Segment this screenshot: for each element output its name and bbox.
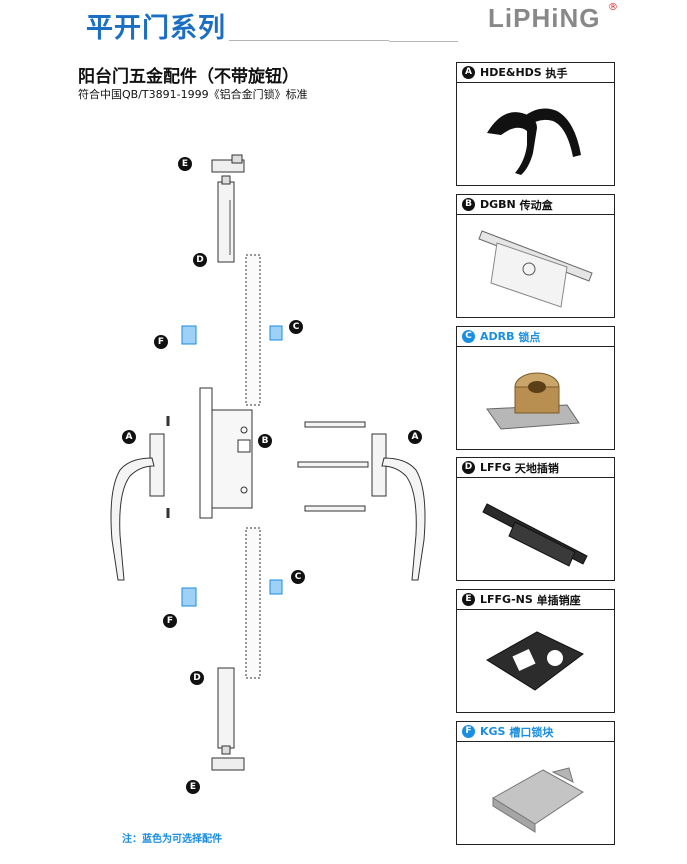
lock-point-bottom: [269, 579, 283, 595]
panel-c-header: C ADRB 锁点: [457, 327, 614, 347]
header-title: 平开门系列: [86, 13, 226, 44]
lock-point-top: [269, 325, 283, 341]
panel-a-name: 执手: [545, 66, 568, 80]
slot-block-top: [181, 325, 197, 345]
panel-f-code: KGS: [480, 725, 506, 738]
bolt-top-part: [217, 175, 235, 263]
bolt-icon: [457, 478, 614, 580]
brand-logo: LiPHiNG: [488, 3, 601, 33]
handle-icon: [457, 83, 614, 185]
bolt-seat-top-part: [211, 154, 245, 173]
spindle-parts: [297, 421, 369, 512]
panel-d: D LFFG 天地插销: [456, 457, 615, 581]
callout-f-top: F: [154, 335, 168, 349]
panel-a-code: HDE&HDS: [480, 66, 542, 79]
badge-e: E: [462, 593, 475, 606]
standard-text: 符合中国QB/T3891-1999《铝合金门锁》标准: [78, 88, 308, 101]
slot-block-bottom: [181, 587, 197, 607]
page-title: 阳台门五金配件（不带旋钮）: [78, 67, 299, 87]
panel-d-code: LFFG: [480, 461, 512, 474]
panel-b-name: 传动盒: [519, 198, 553, 212]
panel-e-code: LFFG-NS: [480, 593, 533, 606]
bolt-seat-icon: [457, 610, 614, 712]
panel-f-header: F KGS 槽口锁块: [457, 722, 614, 742]
panel-d-name: 天地插销: [514, 461, 559, 475]
callout-a-right: A: [408, 430, 422, 444]
bolt-bottom-part: [217, 667, 235, 755]
panel-f-name: 槽口锁块: [509, 725, 554, 739]
badge-c: C: [462, 330, 475, 343]
rod-top: [245, 254, 261, 406]
panel-d-header: D LFFG 天地插销: [457, 458, 614, 478]
panel-b-header: B DGBN 传动盒: [457, 195, 614, 215]
callout-c-top: C: [289, 320, 303, 334]
lock-point-icon: [457, 347, 614, 449]
panel-c-name: 锁点: [518, 330, 541, 344]
badge-a: A: [462, 66, 475, 79]
panel-e: E LFFG-NS 单插销座: [456, 589, 615, 713]
callout-a-left: A: [122, 430, 136, 444]
panel-b-code: DGBN: [480, 198, 516, 211]
panel-c: C ADRB 锁点: [456, 326, 615, 450]
assembly-diagram: [110, 154, 426, 771]
panel-c-code: ADRB: [480, 330, 515, 343]
panel-a-header: A HDE&HDS 执手: [457, 63, 614, 83]
panel-e-header: E LFFG-NS 单插销座: [457, 590, 614, 610]
callout-c-bottom: C: [291, 570, 305, 584]
panel-e-name: 单插销座: [536, 593, 581, 607]
badge-b: B: [462, 198, 475, 211]
callout-f-bottom: F: [163, 614, 177, 628]
handle-right-part: [371, 433, 426, 581]
callout-d-top: D: [193, 253, 207, 267]
footnote: 注：蓝色为可选择配件: [122, 834, 222, 845]
slot-block-icon: [457, 742, 614, 844]
panel-b: B DGBN 传动盒: [456, 194, 615, 318]
handle-left-part: [110, 416, 170, 581]
header-divider: [229, 40, 458, 42]
panel-a: A HDE&HDS 执手: [456, 62, 615, 186]
callout-e-top: E: [178, 157, 192, 171]
rod-bottom: [245, 527, 261, 679]
bolt-seat-bottom-part: [211, 757, 245, 771]
gearbox-part: [199, 387, 253, 519]
badge-d: D: [462, 461, 475, 474]
callout-d-bottom: D: [190, 671, 204, 685]
gearbox-icon: [457, 215, 614, 317]
callout-b: B: [258, 434, 272, 448]
callout-e-bottom: E: [186, 780, 200, 794]
brand-registered-mark: ®: [608, 2, 618, 13]
badge-f: F: [462, 725, 475, 738]
panel-f: F KGS 槽口锁块: [456, 721, 615, 845]
